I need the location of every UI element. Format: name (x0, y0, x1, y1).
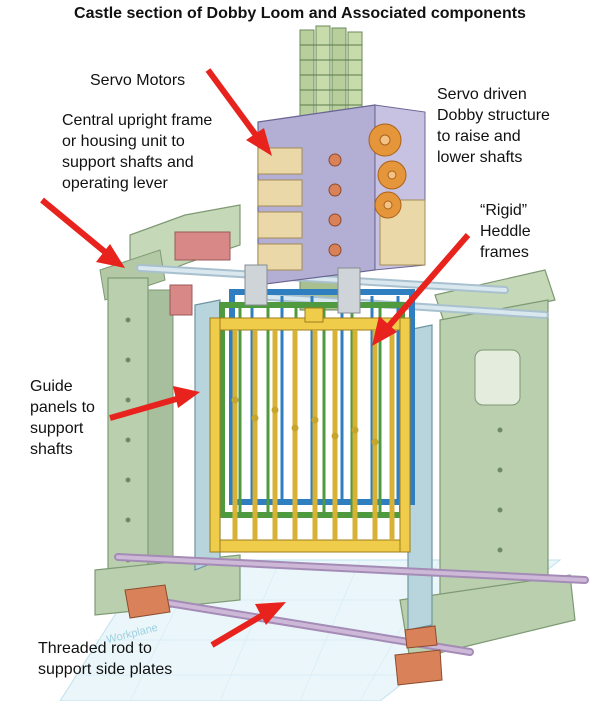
label-line: Dobby structure (437, 107, 550, 124)
diagram-title: Castle section of Dobby Loom and Associa… (74, 5, 526, 22)
yellow-heddle-frame (209, 307, 411, 553)
label-line: Central upright frame (62, 112, 213, 129)
label-line: shafts (30, 441, 73, 458)
label-guide-panels: Guide panels to support shafts (30, 376, 95, 460)
arrow-central-frame (40, 197, 125, 268)
label-line: frames (480, 244, 529, 261)
label-line: lower shafts (437, 149, 523, 166)
label-line: Heddle (480, 223, 531, 240)
label-line: “Rigid” (480, 202, 528, 219)
label-line: support (30, 420, 84, 437)
arrows (40, 68, 471, 648)
arrow-servo-motors (205, 68, 272, 156)
arrow-guide-panels (109, 386, 200, 421)
label-line: support side plates (38, 661, 173, 678)
copper-feet (124, 584, 443, 686)
label-threaded-rod: Threaded rod to support side plates (38, 638, 172, 680)
arrow-threaded-rod (210, 602, 286, 648)
label-line: Servo Motors (90, 72, 186, 89)
label-central-frame: Central upright frame or housing unit to… (62, 110, 212, 194)
label-heddle-frames: “Rigid” Heddle frames (480, 200, 531, 263)
label-servo-dobby: Servo driven Dobby structure to raise an… (437, 84, 550, 168)
label-line: to raise and (437, 128, 521, 145)
label-line: Guide (30, 378, 73, 395)
gears (368, 123, 407, 219)
label-line: Servo driven (437, 86, 527, 103)
copper-bushings (328, 153, 342, 257)
hanger-posts (244, 264, 361, 314)
label-line: support shafts and (62, 154, 194, 171)
label-line: panels to (30, 399, 95, 416)
arrow-heddle-frames (372, 233, 471, 346)
label-line: operating lever (62, 175, 168, 192)
label-servo-motors: Servo Motors (90, 70, 185, 91)
label-line: or housing unit to (62, 133, 185, 150)
label-line: Threaded rod to (38, 640, 152, 657)
